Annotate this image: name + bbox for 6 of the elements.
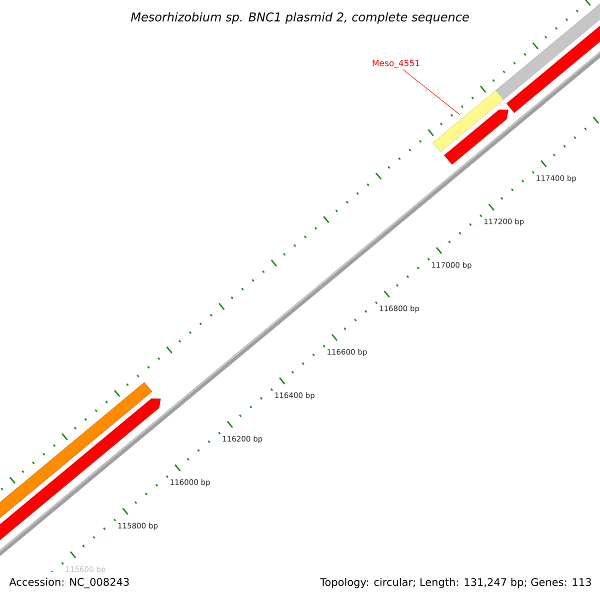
leader-line bbox=[402, 69, 460, 116]
summary-text: Topology: circular; Length: 131,247 bp; Genes: 113 bbox=[320, 578, 591, 588]
gene-bar bbox=[432, 90, 504, 152]
accession-text: Accession: NC_008243 bbox=[9, 578, 129, 588]
title: Mesorhizobium sp. BNC1 plasmid 2, complete sequence bbox=[131, 12, 469, 24]
gene-label: Meso_4551 bbox=[372, 60, 420, 68]
